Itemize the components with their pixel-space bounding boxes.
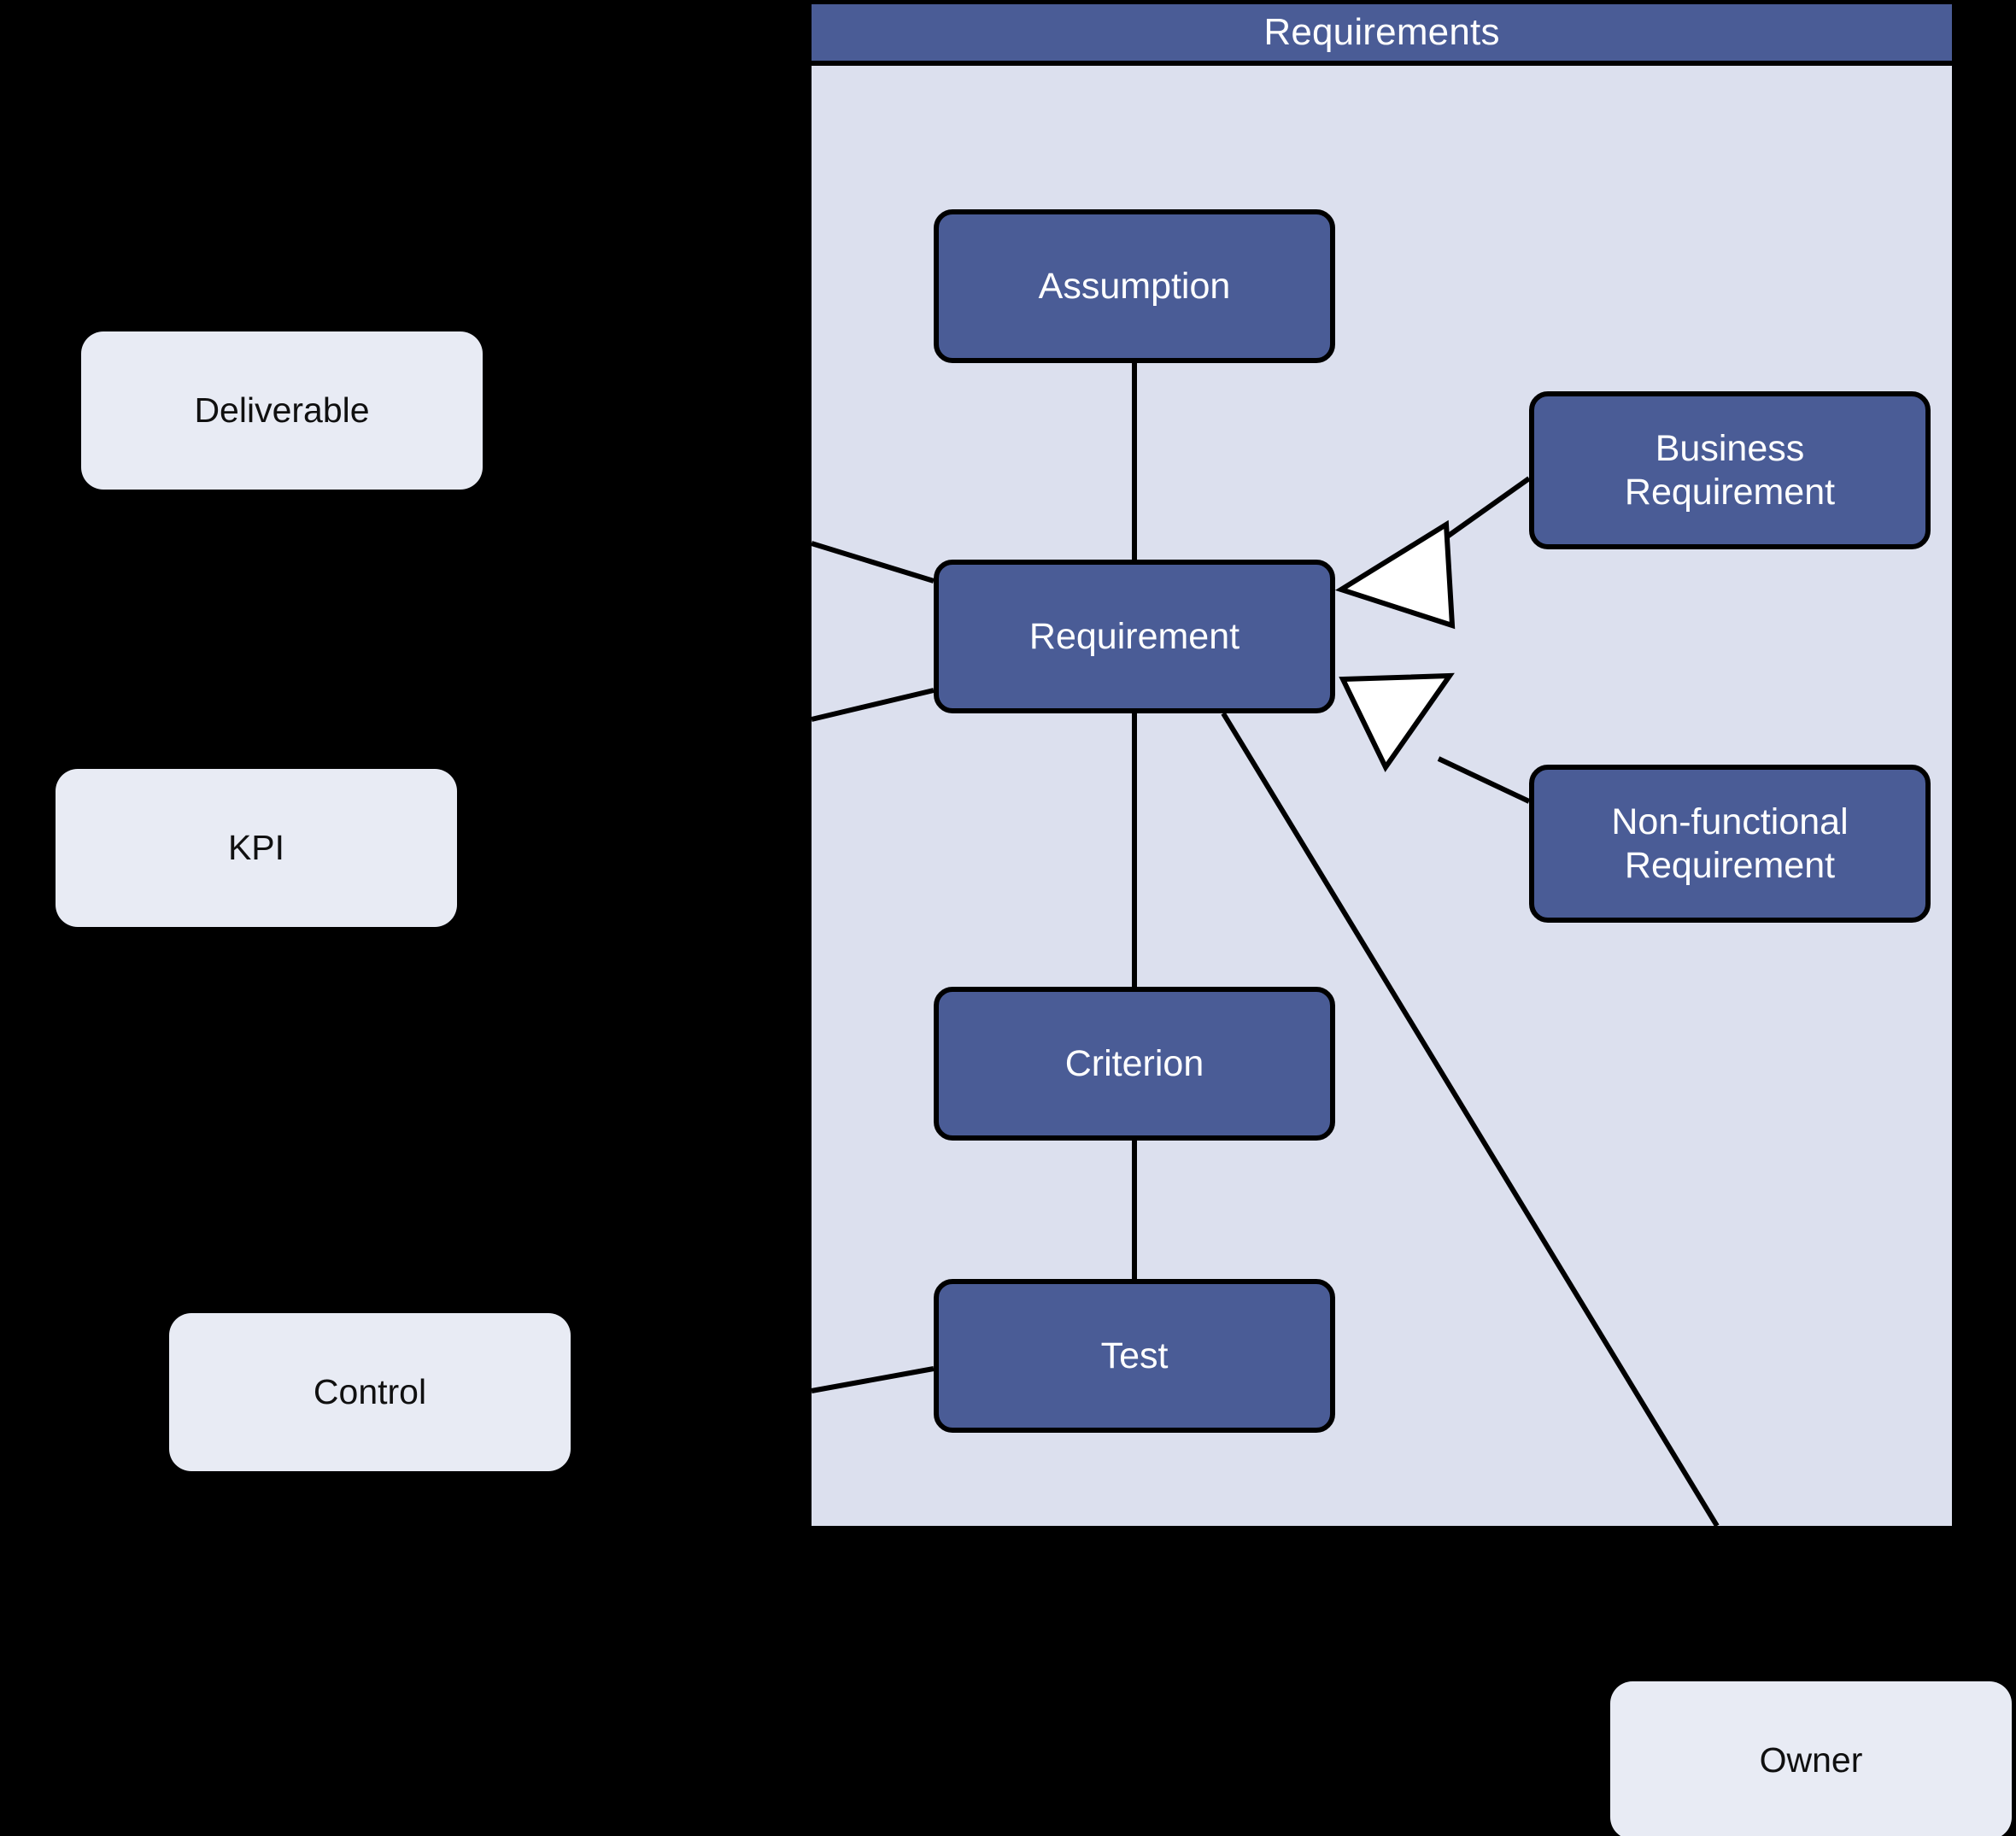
node-label-criterion: Criterion bbox=[1064, 1042, 1204, 1084]
node-label-requirement: Requirement bbox=[1029, 615, 1240, 657]
node-control[interactable]: Control bbox=[169, 1313, 571, 1471]
node-label-kpi: KPI bbox=[227, 828, 285, 868]
package-title: Requirements bbox=[812, 4, 1952, 66]
node-label-deliverable: Deliverable bbox=[194, 390, 370, 431]
node-label-control: Control bbox=[313, 1372, 427, 1412]
node-kpi[interactable]: KPI bbox=[56, 769, 457, 927]
node-requirement[interactable]: Requirement bbox=[934, 560, 1335, 713]
node-criterion[interactable]: Criterion bbox=[934, 987, 1335, 1141]
node-label-test: Test bbox=[1100, 1334, 1169, 1376]
node-label-owner: Owner bbox=[1759, 1740, 1863, 1780]
node-owner[interactable]: Owner bbox=[1610, 1681, 2012, 1836]
node-deliverable[interactable]: Deliverable bbox=[81, 331, 483, 490]
node-assumption[interactable]: Assumption bbox=[934, 209, 1335, 363]
node-label-assumption: Assumption bbox=[1038, 265, 1231, 307]
node-test[interactable]: Test bbox=[934, 1279, 1335, 1433]
